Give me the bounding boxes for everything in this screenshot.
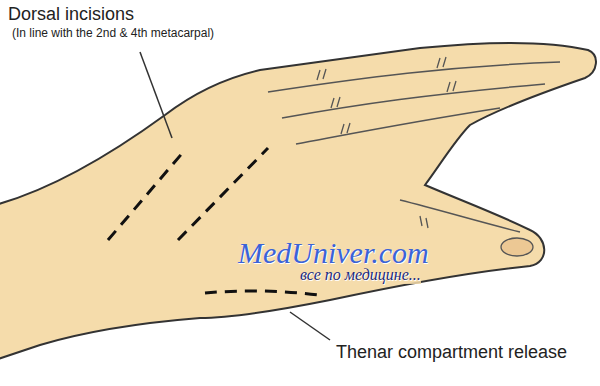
thumb-nail xyxy=(501,238,533,256)
knuckle-marks xyxy=(317,57,456,228)
callout-note: (In line with the 2nd & 4th metacarpal) xyxy=(12,27,214,41)
incision-lines xyxy=(108,148,318,295)
callout-label: Thenar compartment release xyxy=(336,342,567,363)
leader-lines xyxy=(140,52,330,340)
callout-label: Dorsal incisions xyxy=(8,4,134,25)
hand-outline xyxy=(0,43,596,360)
finger-lines xyxy=(268,62,560,232)
watermark: все по медицине... xyxy=(300,266,421,284)
